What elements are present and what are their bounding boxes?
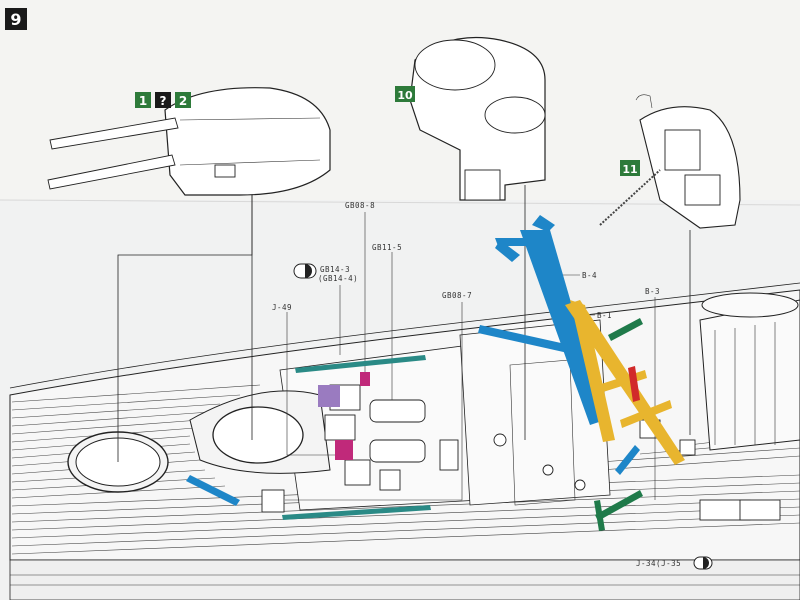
callout-gb08-7: GB08-7 bbox=[442, 291, 472, 300]
j34-callout-box: J-34(J-35 bbox=[636, 556, 713, 570]
step-number-badge: 9 bbox=[5, 8, 27, 30]
callout-j-49: J-49 bbox=[272, 303, 292, 312]
leader-lines bbox=[117, 185, 691, 501]
turret-badge-1: 1 bbox=[139, 94, 147, 108]
director-step-badge: 10 bbox=[395, 86, 415, 102]
funnel bbox=[699, 292, 800, 451]
director-subassembly bbox=[409, 37, 546, 201]
yellow-tripod-parts bbox=[565, 300, 685, 465]
turret-step-badges: 1 ? 2 bbox=[135, 92, 191, 108]
teal-rail-parts bbox=[282, 355, 431, 520]
small-colored-parts bbox=[318, 366, 640, 460]
callout-gb14-3: GB14-3 bbox=[320, 265, 350, 274]
turret-subassembly bbox=[47, 87, 331, 196]
green-brace-parts bbox=[594, 318, 643, 531]
callout-gb11-5: GB11-5 bbox=[372, 243, 402, 252]
callout-j-34: J-34(J-35 bbox=[636, 559, 681, 568]
callout-b-1: B-1 bbox=[597, 311, 612, 320]
turret-badge-3: 2 bbox=[179, 94, 187, 108]
director-badge: 10 bbox=[397, 89, 413, 102]
step-number: 9 bbox=[10, 10, 21, 29]
mast-badge: 11 bbox=[622, 163, 637, 176]
callout-b-4: B-4 bbox=[582, 271, 597, 280]
callout-gb08-8: GB08-8 bbox=[345, 201, 375, 210]
barbette-aft bbox=[189, 390, 331, 474]
callout-b-3: B-3 bbox=[645, 287, 660, 296]
turret-badge-2: ? bbox=[160, 94, 167, 108]
mast-step-badge: 11 bbox=[620, 160, 640, 176]
deck-fittings bbox=[261, 384, 781, 521]
callout-gb14-4: (GB14-4) bbox=[318, 274, 358, 283]
parts-bag-icon bbox=[293, 263, 317, 279]
mast-subassembly bbox=[599, 94, 741, 229]
blue-foremast-parts bbox=[186, 215, 640, 506]
